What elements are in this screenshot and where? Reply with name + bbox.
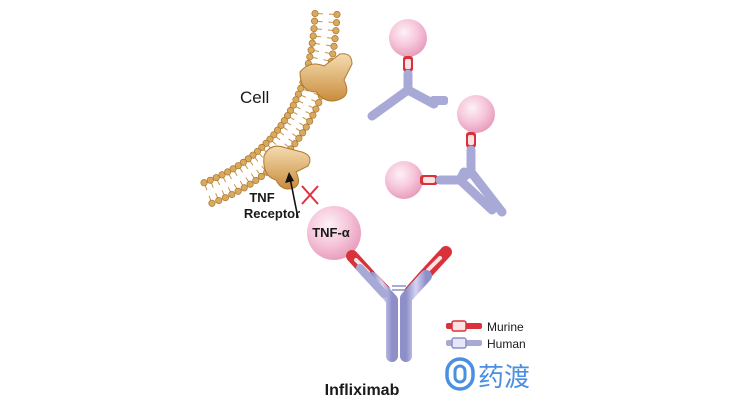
lipid-head [246, 180, 254, 188]
lipid-head [330, 42, 338, 50]
lipid-head [200, 179, 208, 187]
infliximab-antibody [346, 246, 452, 362]
tnf-receptor-top [299, 53, 353, 102]
tnf-alpha-molecule [307, 206, 361, 260]
lipid-head [310, 25, 318, 33]
tnf-receptor-label: TNF [249, 190, 274, 205]
legend: Murine Human [446, 320, 526, 351]
lipid-head [283, 112, 292, 120]
antibody-small-3 [385, 161, 497, 215]
antibody-small-1 [367, 19, 448, 121]
lipid-head [228, 190, 236, 199]
legend-human-label: Human [487, 337, 526, 351]
legend-human: Human [446, 337, 526, 351]
lipid-head [333, 10, 341, 19]
lipid-head [307, 46, 315, 54]
legend-murine-label: Murine [487, 320, 524, 334]
lipid-head [306, 117, 314, 125]
lipid-head [253, 147, 262, 155]
lipid-head [306, 53, 314, 61]
lipid-head [315, 99, 323, 107]
lipid-head [311, 17, 319, 25]
lipid-head [309, 111, 317, 119]
lipid-head [308, 39, 316, 47]
lipid-head [280, 117, 288, 125]
lipid-head [252, 176, 260, 184]
lipid-head [240, 184, 248, 192]
brand-logo-icon [445, 357, 475, 391]
lipid-head [302, 123, 310, 131]
tnf-alpha-label: TNF-α [312, 225, 350, 240]
blocked-arrow [285, 172, 319, 219]
lipid-head [286, 107, 295, 115]
lipid-head [224, 168, 232, 176]
brand-logo: 药渡 [445, 357, 530, 393]
lipid-head [249, 151, 257, 159]
brand-logo-text: 药渡 [478, 363, 530, 393]
lipid-head [295, 134, 303, 142]
lipid-head [311, 9, 319, 18]
tnf-receptor-label-line2: Receptor [244, 206, 300, 221]
tnf-receptor-bottom [263, 145, 311, 190]
lipid-head [258, 143, 266, 151]
lipid-head [309, 32, 317, 40]
lipid-head [218, 171, 226, 179]
lipid-head [221, 194, 229, 202]
lipid-head [312, 105, 320, 113]
lipid-head [257, 172, 265, 180]
legend-murine: Murine [446, 320, 524, 334]
cell-label: Cell [240, 88, 269, 107]
lipid-head [270, 131, 278, 139]
lipid-head [277, 121, 285, 130]
lipid-head [273, 126, 282, 134]
lipid-head [239, 158, 247, 166]
lipid-head [229, 165, 237, 173]
lipid-head [266, 135, 274, 143]
lipid-head [234, 162, 242, 170]
lipid-head [215, 196, 223, 205]
lipid-head [299, 129, 307, 137]
lipid-head [332, 19, 341, 27]
lipid-head [208, 199, 216, 207]
lipid-head [329, 50, 337, 58]
lipid-head [291, 140, 299, 148]
lipid-head [331, 35, 339, 43]
lipid-head [206, 176, 214, 184]
lipid-head [244, 155, 252, 163]
lipid-head [262, 139, 270, 147]
lipid-head [212, 174, 220, 182]
lipid-head [234, 187, 242, 195]
diagram-title: Infliximab [325, 382, 400, 399]
lipid-head [332, 27, 340, 35]
